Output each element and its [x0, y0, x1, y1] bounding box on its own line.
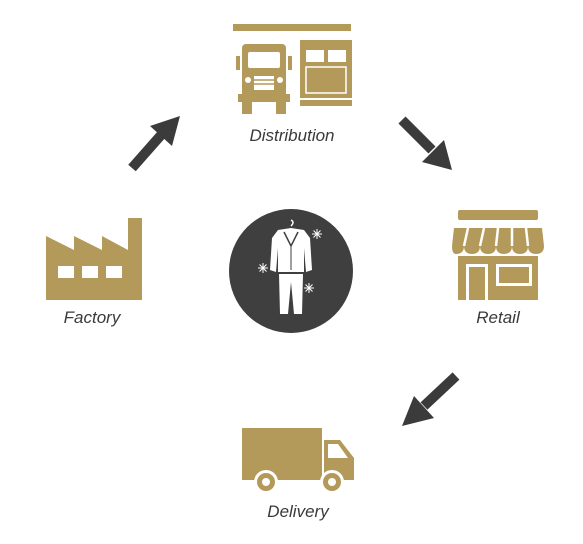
truck-warehouse-icon [233, 24, 352, 114]
arrow-factory-to-distribution [128, 116, 180, 172]
storefront-icon [452, 210, 544, 300]
sparkle-icon [258, 229, 322, 293]
delivery-van-icon [242, 428, 354, 494]
arrow-retail-to-delivery [402, 372, 460, 426]
node-distribution [228, 20, 356, 120]
label-factory: Factory [63, 308, 121, 327]
label-delivery: Delivery [267, 502, 329, 521]
node-factory [44, 216, 146, 302]
center-circle [228, 208, 354, 334]
label-distribution: Distribution [249, 126, 335, 145]
suit-icon [229, 209, 353, 333]
node-retail [450, 206, 546, 302]
factory-icon [46, 218, 142, 300]
label-retail: Retail [476, 308, 520, 327]
arrow-distribution-to-retail [398, 116, 452, 170]
node-delivery [240, 424, 358, 498]
